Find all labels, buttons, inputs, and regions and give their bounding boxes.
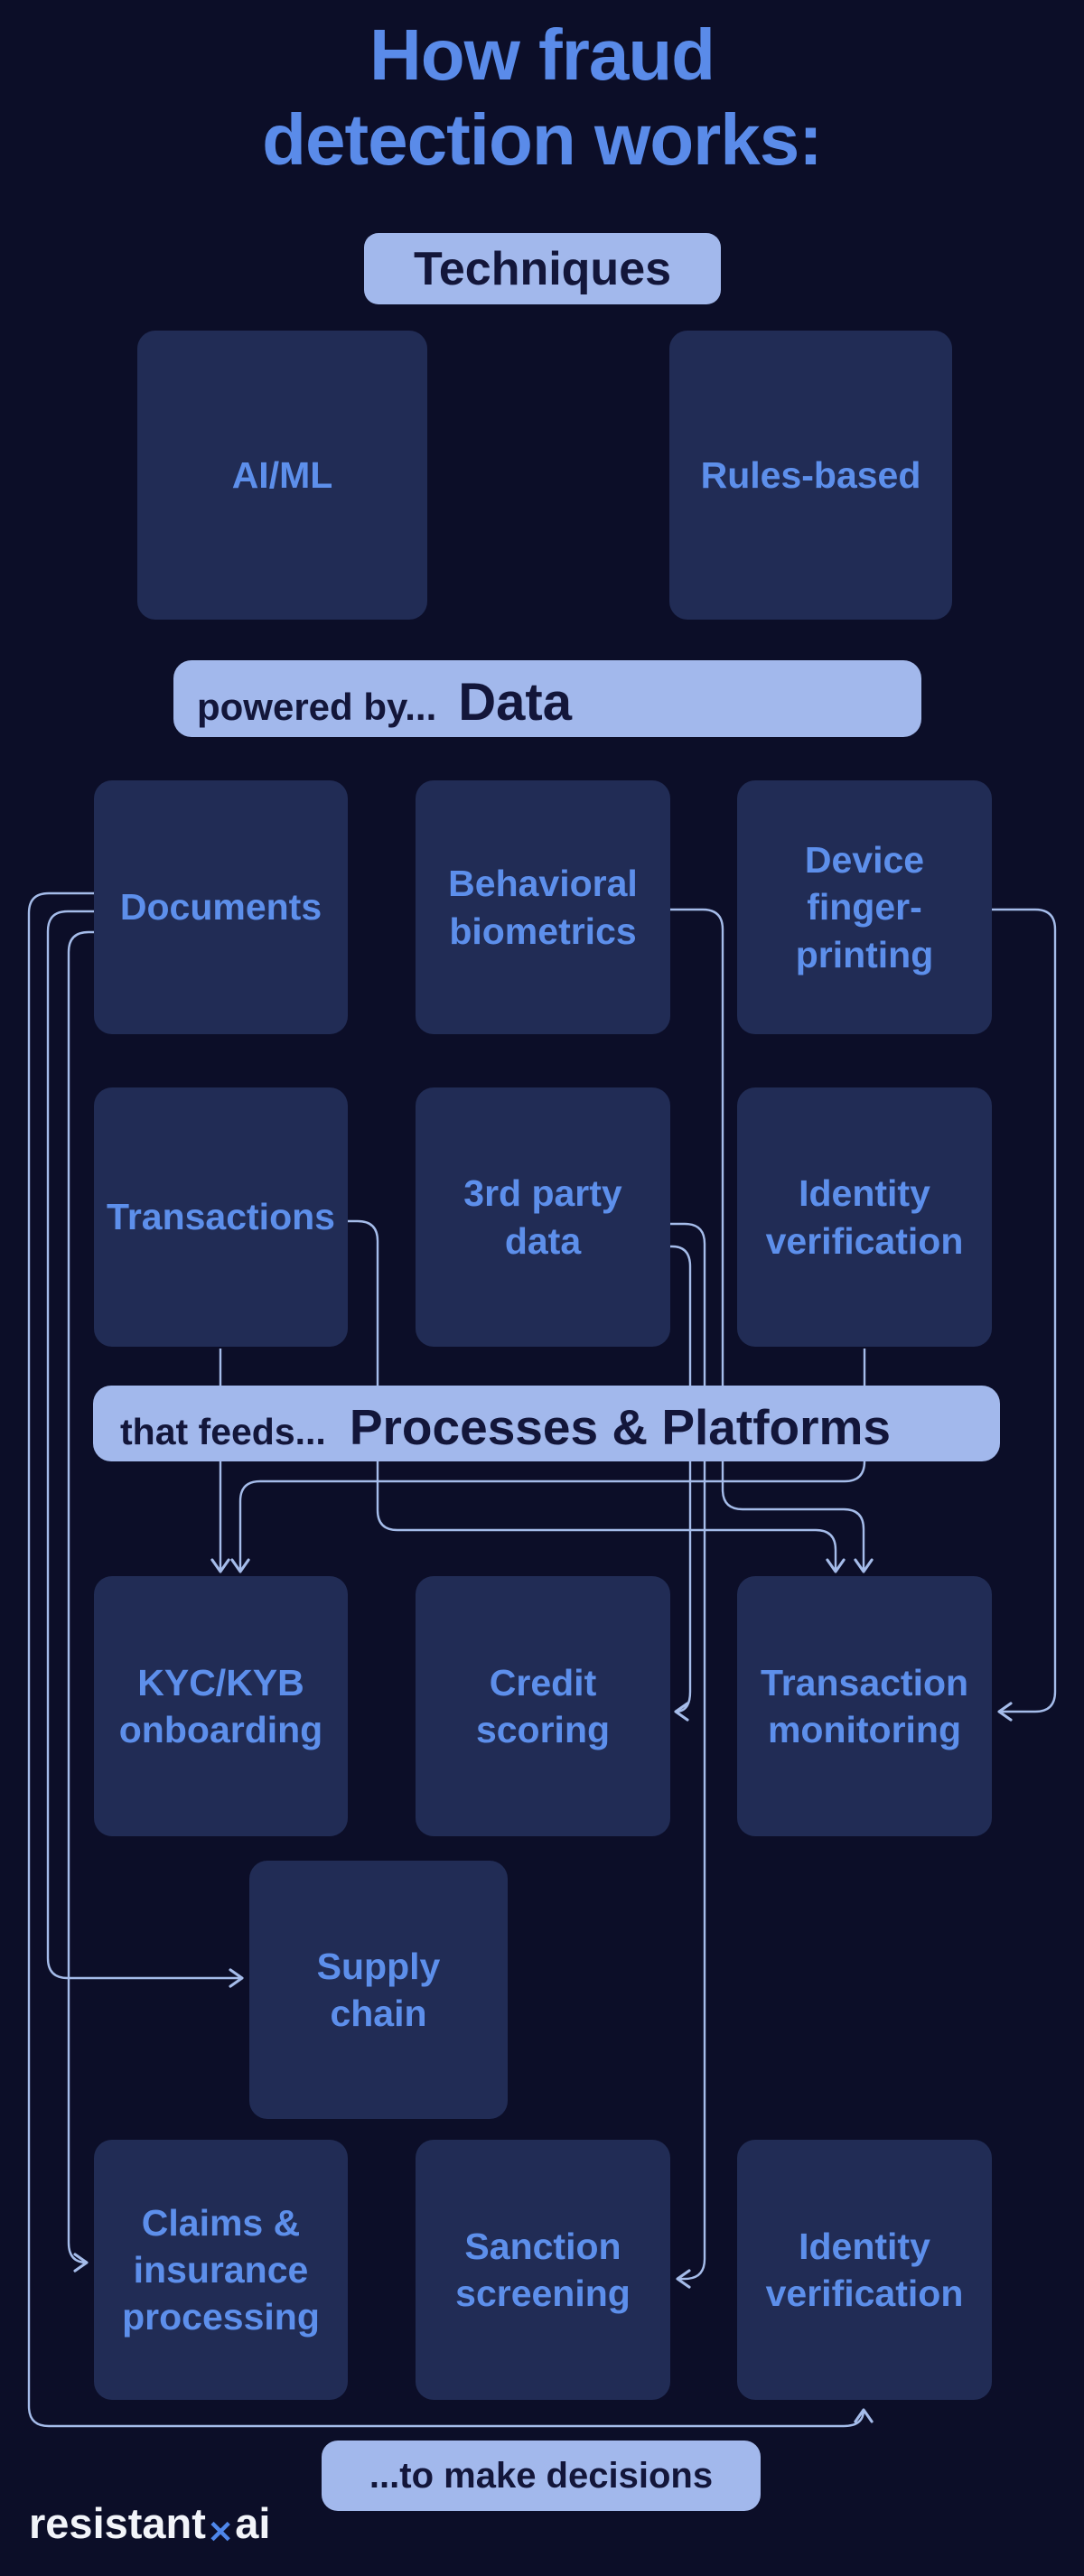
edge-behavioral-monitoring xyxy=(670,908,874,1573)
badge-processes-platforms: that feeds... Processes & Platforms xyxy=(93,1386,1000,1461)
node-transactions: Transactions xyxy=(94,1087,348,1347)
edge-thirdparty-credit xyxy=(670,1245,692,1722)
node-identity-verification-process: Identity verification xyxy=(737,2140,992,2400)
logo-x-icon: ✕ xyxy=(207,2515,234,2550)
page-title-line2: detection works: xyxy=(262,99,823,181)
edge-device-monitoring xyxy=(992,908,1057,1722)
node-sanction-screening: Sanction screening xyxy=(416,2140,670,2400)
node-transaction-monitoring-label: Transaction monitoring xyxy=(760,1661,969,1750)
node-documents-label: Documents xyxy=(119,886,322,929)
node-identity-verification-data-label: Identity verification xyxy=(765,1172,964,1262)
node-identity-verification-process-label: Identity verification xyxy=(765,2225,964,2314)
node-claims-insurance-processing-label: Claims & insurance processing xyxy=(122,2201,320,2338)
edge-documents-supply-chain xyxy=(46,910,244,1988)
node-device-fingerprinting-label: Device finger- printing xyxy=(795,839,934,975)
node-behavioral-biometrics: Behavioral biometrics xyxy=(416,780,670,1034)
logo-text-resistant: resistant xyxy=(29,2499,206,2547)
node-claims-insurance-processing: Claims & insurance processing xyxy=(94,2140,348,2400)
node-kyc-kyb-onboarding-label: KYC/KYB onboarding xyxy=(118,1661,323,1750)
edge-transactions-monitoring xyxy=(348,1219,846,1573)
logo-text-ai: ai xyxy=(235,2499,271,2547)
node-transaction-monitoring: Transaction monitoring xyxy=(737,1576,992,1836)
badge-feeds-prefix: that feeds... xyxy=(120,1411,326,1452)
badge-powered-label: Data xyxy=(458,673,572,732)
node-kyc-kyb-onboarding: KYC/KYB onboarding xyxy=(94,1576,348,1836)
node-identity-verification-data: Identity verification xyxy=(737,1087,992,1347)
node-supply-chain: Supply chain xyxy=(249,1861,508,2119)
badge-decisions-label: ...to make decisions xyxy=(369,2455,714,2496)
badge-techniques: Techniques xyxy=(364,233,721,304)
node-rules-based: Rules-based xyxy=(669,331,952,620)
node-ai-ml: AI/ML xyxy=(137,331,427,620)
badge-techniques-label: Techniques xyxy=(413,242,672,295)
badge-feeds-label: Processes & Platforms xyxy=(349,1399,892,1455)
node-sanction-screening-label: Sanction screening xyxy=(455,2225,631,2314)
node-behavioral-biometrics-label: Behavioral biometrics xyxy=(448,863,638,952)
node-rules-based-label: Rules-based xyxy=(700,453,921,496)
node-transactions-label: Transactions xyxy=(107,1196,335,1238)
node-third-party-data: 3rd party data xyxy=(416,1087,670,1347)
edge-documents-claims xyxy=(67,930,99,2273)
edge-documents-identity-verification xyxy=(27,891,874,2428)
node-ai-ml-label: AI/ML xyxy=(231,453,333,496)
badge-powered-by-data: powered by... Data xyxy=(173,660,921,737)
brand-logo: resistant✕ai xyxy=(29,2498,271,2550)
node-third-party-data-label: 3rd party data xyxy=(463,1172,622,1262)
page-title-line1: How fraud xyxy=(369,14,715,95)
badge-powered-prefix: powered by... xyxy=(197,686,437,728)
node-device-fingerprinting: Device finger- printing xyxy=(737,780,992,1034)
node-credit-scoring: Credit scoring xyxy=(416,1576,670,1836)
badge-to-make-decisions: ...to make decisions xyxy=(322,2441,761,2511)
node-credit-scoring-label: Credit scoring xyxy=(475,1661,611,1750)
edge-thirdparty-sanction xyxy=(670,1222,706,2289)
edge-identity-kyc xyxy=(230,1349,866,1573)
node-supply-chain-label: Supply chain xyxy=(316,1945,441,2034)
node-documents: Documents xyxy=(94,780,348,1034)
